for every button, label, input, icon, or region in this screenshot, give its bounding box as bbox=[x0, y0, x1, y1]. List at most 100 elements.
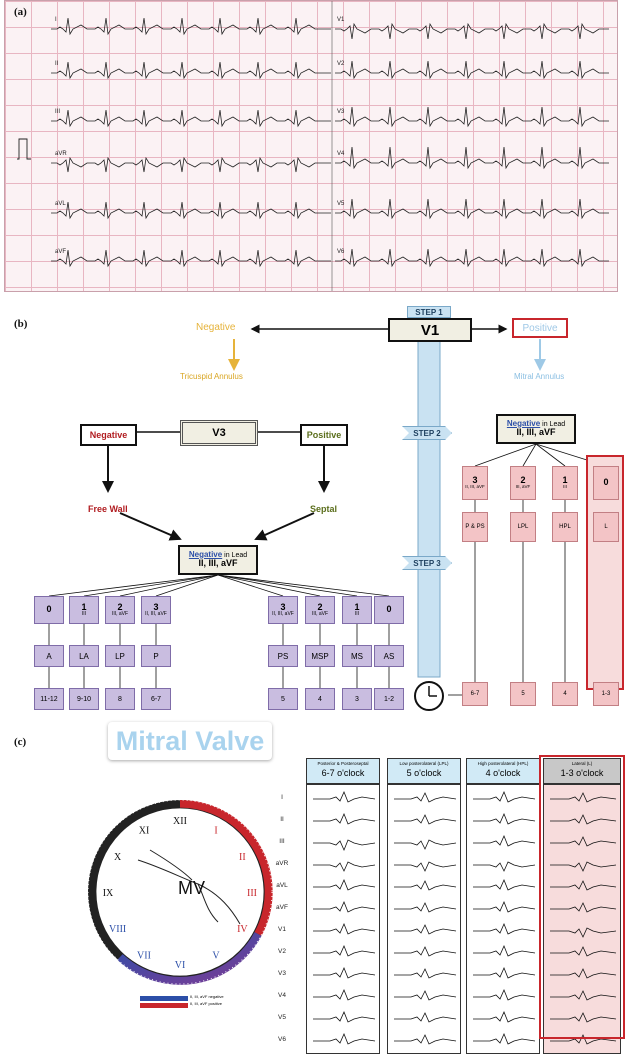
ecg-trace-V5 bbox=[335, 199, 609, 218]
tricuspid-site-box: PS bbox=[268, 645, 298, 667]
ecg-trace-V4 bbox=[335, 147, 609, 168]
morphology-trace bbox=[473, 924, 535, 934]
column-title: 5 o'clock bbox=[388, 768, 460, 778]
v3-positive-box: Positive bbox=[300, 424, 348, 446]
morphology-trace bbox=[473, 968, 535, 978]
tricuspid-site-box: P bbox=[141, 645, 171, 667]
ecg-trace-aVF bbox=[51, 250, 331, 266]
ecg-lead-label: I bbox=[55, 17, 57, 23]
mitral-clock-box: 6-7 bbox=[462, 682, 488, 706]
table-row-label: aVF bbox=[262, 904, 302, 911]
clock-numeral: XI bbox=[139, 826, 150, 837]
column-title: 4 o'clock bbox=[467, 768, 539, 778]
ecg-lead-label: V3 bbox=[337, 109, 345, 115]
morphology-trace bbox=[394, 1035, 456, 1044]
table-row-label: V6 bbox=[262, 1036, 302, 1043]
clock-numeral: X bbox=[114, 852, 122, 863]
table-column-body bbox=[306, 784, 380, 1054]
morphology-trace bbox=[394, 969, 456, 978]
morphology-trace bbox=[313, 1012, 375, 1022]
septal-label: Septal bbox=[310, 504, 337, 514]
tricuspid-site-box: MS bbox=[342, 645, 372, 667]
ecg-trace-aVL bbox=[51, 202, 331, 218]
ecg-trace-V6 bbox=[335, 249, 609, 266]
legend-negative-swatch bbox=[140, 996, 188, 1001]
morphology-trace bbox=[394, 793, 456, 802]
table-column-header: Low posterolateral (LPL) 5 o'clock bbox=[387, 758, 461, 784]
v3-box: V3 bbox=[180, 420, 258, 446]
tricuspid-clock-box: 5 bbox=[268, 688, 298, 710]
column-subtitle: Low posterolateral (LPL) bbox=[388, 761, 460, 766]
tricuspid-count-box: 2III, aVF bbox=[105, 596, 135, 624]
tricuspid-site-box: MSP bbox=[305, 645, 335, 667]
tricuspid-clock-box: 1-2 bbox=[374, 688, 404, 710]
panel-label-a: (a) bbox=[14, 6, 27, 18]
tricuspid-clock-box: 8 bbox=[105, 688, 135, 710]
clock-numeral: IV bbox=[237, 924, 248, 935]
morphology-trace bbox=[473, 836, 535, 846]
v1-box: V1 bbox=[388, 318, 472, 342]
morphology-trace bbox=[394, 862, 456, 871]
negative-label: Negative bbox=[196, 322, 235, 333]
mitral-annulus-label: Mitral Annulus bbox=[514, 372, 564, 381]
ecg-lead-label: V4 bbox=[337, 151, 345, 157]
column-subtitle: Posterior & Posteroseptal bbox=[307, 761, 379, 766]
tricuspid-site-box: AS bbox=[374, 645, 404, 667]
morphology-trace bbox=[313, 862, 375, 871]
tricuspid-site-box: LA bbox=[69, 645, 99, 667]
table-row-label: V1 bbox=[262, 926, 302, 933]
ecg-lead-label: V1 bbox=[337, 17, 345, 23]
ecg-lead-label: V5 bbox=[337, 201, 345, 207]
morphology-trace bbox=[313, 1034, 375, 1044]
ecg-trace-V3 bbox=[335, 107, 609, 126]
morphology-trace bbox=[394, 840, 456, 849]
tricuspid-clock-box: 11-12 bbox=[34, 688, 64, 710]
morphology-trace bbox=[473, 1012, 535, 1022]
mitral-clock-box: 4 bbox=[552, 682, 578, 706]
morphology-trace bbox=[473, 814, 535, 824]
ecg-lead-label: III bbox=[55, 109, 60, 115]
morphology-trace bbox=[313, 968, 375, 978]
clock-numeral: II bbox=[239, 852, 246, 863]
column-title: 6-7 o'clock bbox=[307, 768, 379, 778]
ecg-trace-III bbox=[51, 110, 331, 126]
morphology-trace bbox=[313, 840, 375, 850]
clock-numeral: III bbox=[247, 888, 257, 899]
lead-list: II, III, aVF bbox=[516, 428, 555, 438]
morphology-trace bbox=[394, 881, 456, 890]
tricuspid-clock-box: 3 bbox=[342, 688, 372, 710]
ecg-trace-aVR bbox=[51, 158, 331, 172]
mitral-site-box: L bbox=[593, 512, 619, 542]
ecg-trace-V1 bbox=[335, 24, 609, 39]
ecg-trace-II bbox=[51, 62, 331, 78]
tricuspid-annulus-label: Tricuspid Annulus bbox=[180, 372, 243, 381]
tricuspid-count-box: 3II, III, aVF bbox=[141, 596, 171, 624]
mitral-clock-box: 5 bbox=[510, 682, 536, 706]
v3-negative-box: Negative bbox=[80, 424, 137, 446]
morphology-trace bbox=[394, 1013, 456, 1022]
negative-word: Negative bbox=[507, 419, 540, 428]
step2-label: STEP 2 bbox=[402, 426, 452, 440]
morphology-trace bbox=[313, 990, 375, 1000]
tricuspid-clock-box: 4 bbox=[305, 688, 335, 710]
step3-label: STEP 3 bbox=[402, 556, 452, 570]
mitral-count-box: 3II, III, aVF bbox=[462, 466, 488, 500]
panel-label-c: (c) bbox=[14, 736, 26, 748]
mitral-count-box: 2III, aVF bbox=[510, 466, 536, 500]
table-column-body bbox=[387, 784, 461, 1054]
table-row-label: V4 bbox=[262, 992, 302, 999]
mitral-clock-box: 1-3 bbox=[593, 682, 619, 706]
morphology-trace bbox=[473, 1034, 535, 1044]
tricuspid-clock-box: 9-10 bbox=[69, 688, 99, 710]
morphology-trace bbox=[473, 946, 535, 956]
lateral-column-highlight bbox=[539, 755, 625, 1039]
morphology-trace bbox=[473, 862, 535, 871]
table-row-label: aVL bbox=[262, 882, 302, 889]
morphology-trace bbox=[394, 991, 456, 1000]
free-wall-label: Free Wall bbox=[88, 504, 128, 514]
negative-word: Negative bbox=[189, 550, 222, 559]
calibration-pulse bbox=[17, 139, 31, 159]
